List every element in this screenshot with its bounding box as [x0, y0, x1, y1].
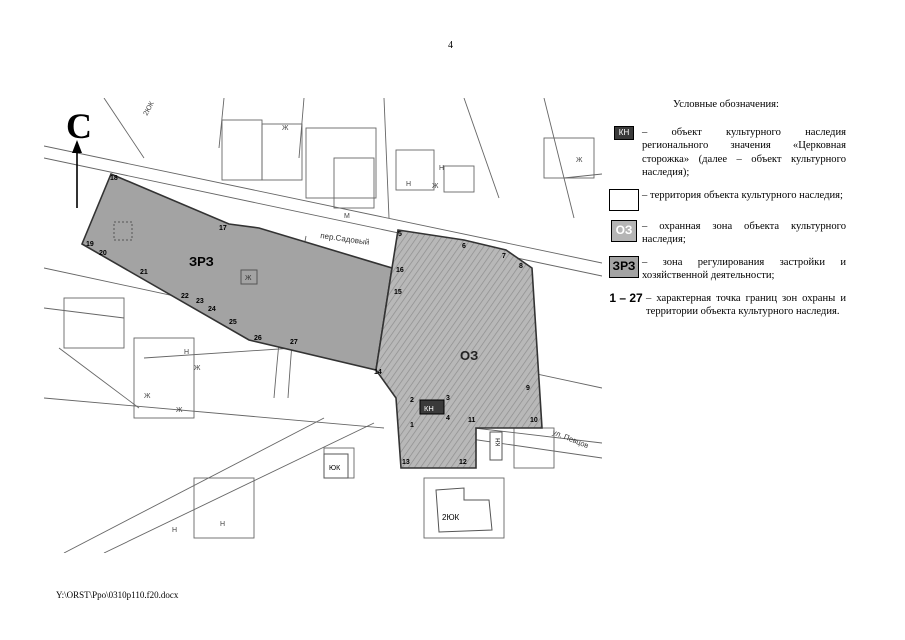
- building-n: Н: [406, 181, 411, 188]
- point-1: 1: [410, 422, 414, 429]
- oz-zone: [375, 229, 543, 469]
- building-2yuk-bottom: 2ЮК: [442, 513, 460, 522]
- building-n: Н: [439, 165, 444, 172]
- point-17: 17: [219, 225, 227, 232]
- zone-map: 2ЮК Ж Ж Н Н М Ж Н Ж Ж Ж Н Н Ж ЗРЗ ОЗ КН …: [44, 98, 602, 553]
- point-16: 16: [396, 267, 404, 274]
- legend: Условные обозначения: КН – объект культу…: [606, 98, 846, 328]
- point-5: 5: [398, 231, 402, 238]
- kn-object: [419, 399, 445, 415]
- legend-title: Условные обозначения:: [673, 99, 779, 110]
- building-zh: Ж: [576, 157, 583, 164]
- zrz-dashed-building: [113, 221, 133, 241]
- building-zh: Ж: [432, 183, 439, 190]
- building-yuk: ЮК: [329, 465, 341, 472]
- building-kn-side-box: [489, 431, 503, 461]
- point-22: 22: [181, 293, 189, 300]
- building-2yuk-top: 2ЮК: [143, 100, 157, 117]
- point-20: 20: [99, 250, 107, 257]
- points-range: 1 – 27: [609, 290, 643, 305]
- point-15: 15: [394, 289, 402, 296]
- oz-swatch: ОЗ: [611, 219, 637, 242]
- legend-text-territory: – территория объекта культурного наследи…: [642, 189, 843, 201]
- legend-item-territory: – территория объекта культурного наследи…: [606, 188, 846, 211]
- zrz-building-zh: [240, 269, 258, 285]
- legend-text-kn: – объект культурного наследия региональн…: [642, 126, 846, 179]
- point-26: 26: [254, 335, 262, 342]
- zrz-zone: [80, 172, 393, 371]
- point-11: 11: [468, 417, 476, 424]
- north-label: С: [66, 106, 92, 146]
- point-18: 18: [110, 175, 118, 182]
- point-23: 23: [196, 298, 204, 305]
- point-25: 25: [229, 319, 237, 326]
- base-lines: [44, 98, 602, 553]
- point-13: 13: [402, 459, 410, 466]
- north-arrow-icon: [72, 140, 82, 153]
- point-9: 9: [526, 385, 530, 392]
- legend-item-kn: КН – объект культурного наследия региона…: [606, 125, 846, 180]
- legend-text-oz: – охранная зона объекта культурного насл…: [642, 220, 846, 246]
- building-zh: Ж: [194, 365, 201, 372]
- street-ul-label: ул. Певцов: [551, 428, 590, 451]
- zrz-zone-label: ЗРЗ: [189, 254, 214, 269]
- point-4: 4: [446, 415, 450, 422]
- point-3: 3: [446, 395, 450, 402]
- oz-zone-label: ОЗ: [460, 348, 478, 363]
- point-8: 8: [519, 263, 523, 270]
- territory-swatch: [609, 188, 639, 211]
- footer-file-path: Y:\ORST\Ppo\0310p110.f20.docx: [56, 590, 179, 600]
- kn-swatch: КН: [614, 125, 634, 140]
- point-2: 2: [410, 397, 414, 404]
- legend-item-points: 1 – 27 – характерная точка границ зон ох…: [606, 290, 846, 319]
- legend-text-zrz: – зона регулирования застройки и хозяйст…: [642, 256, 846, 282]
- legend-item-zrz: ЗРЗ – зона регулирования застройки и хоз…: [606, 255, 846, 283]
- point-7: 7: [502, 253, 506, 260]
- building-n: Н: [172, 527, 177, 534]
- building-n: Н: [220, 521, 225, 528]
- legend-item-oz: ОЗ – охранная зона объекта культурного н…: [606, 219, 846, 247]
- point-10: 10: [530, 417, 538, 424]
- building-n: Н: [184, 349, 189, 356]
- point-12: 12: [459, 459, 467, 466]
- point-21: 21: [140, 269, 148, 276]
- zrz-swatch: ЗРЗ: [609, 255, 639, 278]
- building-2yuk-bottom-shape: [435, 487, 493, 533]
- legend-text-points: – характерная точка границ зон охраны и …: [646, 292, 846, 318]
- point-19: 19: [86, 241, 94, 248]
- building-yuk-box: [323, 453, 349, 479]
- street-sadovy-label: пер.Садовый: [320, 231, 370, 247]
- building-kn-side: КН: [496, 438, 502, 446]
- zrz-building-zh-label: Ж: [245, 275, 252, 282]
- point-6: 6: [462, 243, 466, 250]
- point-27: 27: [290, 339, 298, 346]
- building-zh: Ж: [144, 393, 151, 400]
- building-zh: Ж: [282, 125, 289, 132]
- kn-object-label: КН: [424, 404, 434, 413]
- building-m: М: [344, 213, 350, 220]
- point-24: 24: [208, 306, 216, 313]
- building-zh: Ж: [176, 407, 183, 414]
- point-14: 14: [374, 369, 382, 376]
- page-number: 4: [448, 40, 453, 51]
